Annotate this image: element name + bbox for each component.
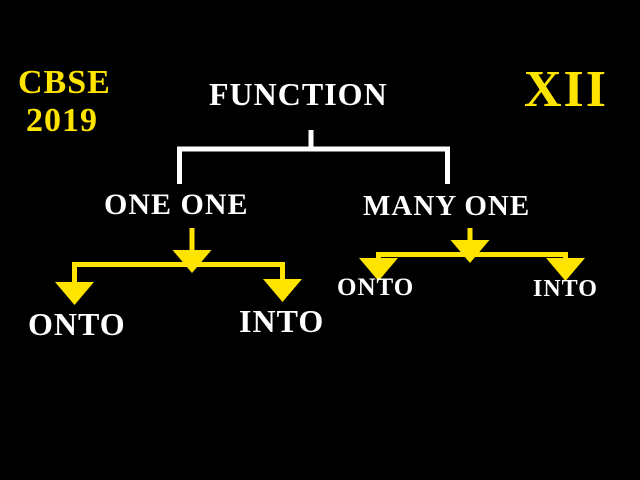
tree-leaf-many-one-onto: ONTO: [337, 274, 415, 301]
edge-root-split: [177, 130, 450, 184]
exam-board-badge: CBSE: [18, 64, 111, 101]
tree-node-many-one: MANY ONE: [363, 190, 531, 222]
tree-leaf-one-one-onto: ONTO: [28, 306, 126, 342]
exam-year-badge: 2019: [26, 102, 98, 139]
tree-node-function: FUNCTION: [209, 76, 388, 112]
edge-manyone-split: [359, 228, 585, 281]
edge-oneone-split: [55, 228, 302, 305]
tree-leaf-many-one-into: INTO: [533, 276, 598, 302]
class-level-badge: XII: [524, 61, 609, 118]
tree-leaf-one-one-into: INTO: [239, 303, 325, 339]
tree-node-one-one: ONE ONE: [104, 188, 249, 221]
